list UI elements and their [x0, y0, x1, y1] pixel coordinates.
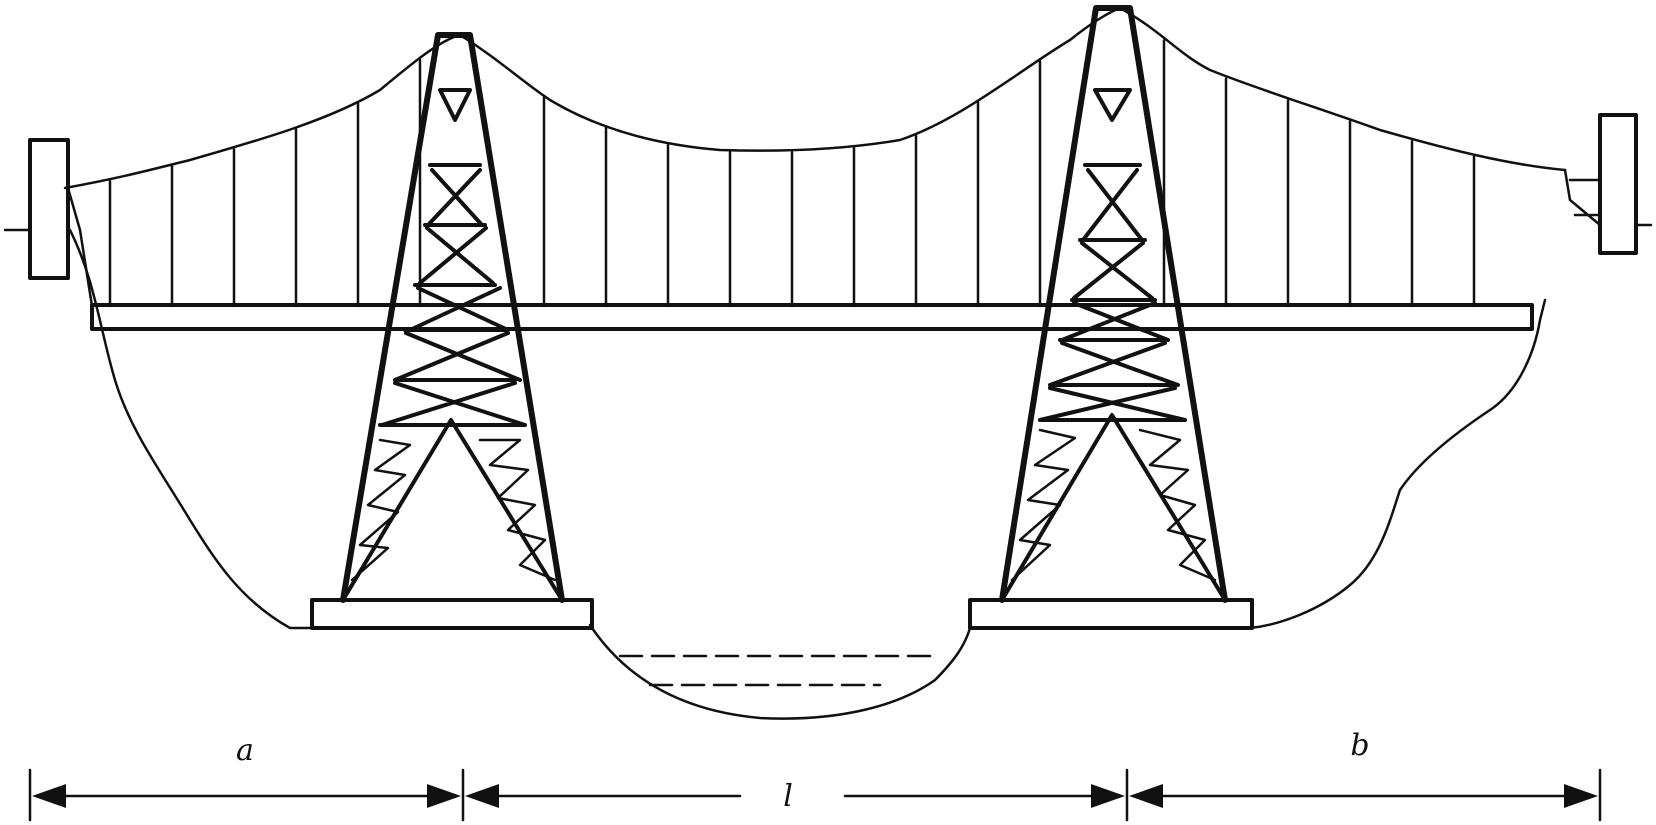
right-anchor-cable — [1563, 168, 1602, 227]
left-tower-legs — [340, 32, 565, 603]
dim-arrow-b-right — [1564, 784, 1598, 808]
dim-arrow-l-left — [465, 784, 499, 808]
bridge-deck — [90, 303, 1534, 331]
hanger-group — [108, 39, 1476, 308]
dim-arrow-a-right — [427, 784, 461, 808]
dim-label-l: l — [783, 779, 793, 814]
right-tower-bracing — [1038, 88, 1187, 422]
left-tower-inner-arch — [341, 418, 564, 602]
dim-label-b: b — [1350, 728, 1369, 763]
dim-arrow-l-right — [1091, 784, 1125, 808]
dimension-lines: a l b — [28, 728, 1602, 822]
left-tower-footing — [310, 598, 594, 630]
right-tower-zigzag-right — [1138, 428, 1217, 582]
right-tower-footing — [968, 598, 1254, 630]
left-anchor-cable — [66, 186, 94, 308]
right-anchorage — [1598, 113, 1638, 255]
right-anchor-connector — [1568, 178, 1602, 217]
main-cable — [63, 6, 1567, 190]
dim-label-a: a — [236, 733, 254, 768]
dim-arrow-b-left — [1129, 784, 1163, 808]
dim-arrow-a-left — [32, 784, 66, 808]
right-tower — [968, 5, 1254, 630]
left-tower-zigzag-right — [478, 438, 557, 582]
left-tower — [310, 32, 594, 630]
left-anchorage — [28, 138, 70, 280]
right-tower-inner-arch — [1000, 413, 1227, 602]
right-tower-legs — [999, 5, 1228, 603]
left-tower-zigzag-left — [350, 438, 412, 582]
left-tower-bracing — [378, 88, 527, 427]
right-tower-zigzag-left — [1010, 428, 1077, 582]
